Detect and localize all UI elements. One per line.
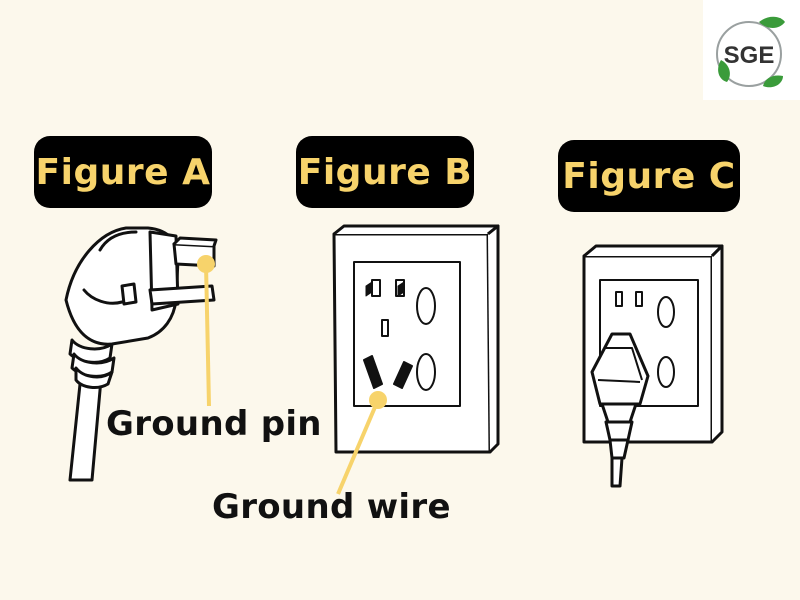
plug-illustration	[64, 226, 218, 482]
socket-illustration	[332, 224, 500, 454]
figure-a-title: Figure A	[34, 136, 212, 208]
ground-wire-label: Ground wire	[212, 487, 451, 527]
sge-logo: SGE	[703, 0, 800, 100]
socket-with-plug-illustration	[582, 244, 724, 488]
ground-pin-callout	[197, 255, 215, 407]
figure-c-title: Figure C	[558, 140, 740, 212]
sge-logo-graphic: SGE	[716, 16, 785, 88]
figure-b-title: Figure B	[296, 136, 474, 208]
ground-wire-callout	[336, 391, 387, 495]
logo-text: SGE	[724, 42, 775, 69]
ground-pin-label: Ground pin	[106, 404, 322, 444]
